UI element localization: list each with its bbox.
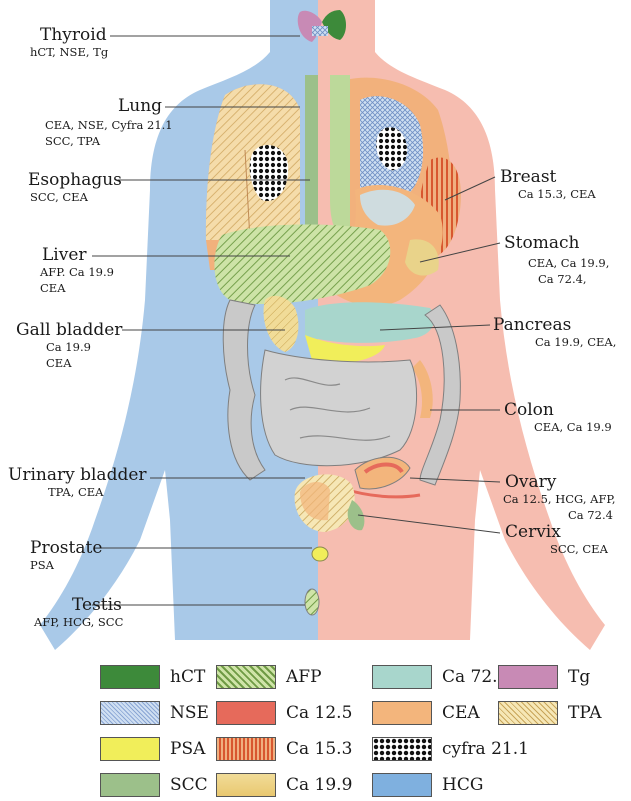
legend-swatch xyxy=(372,773,432,797)
label-colon: Colon CEA, Ca 19.9 xyxy=(504,401,612,435)
organ-name: Ovary xyxy=(505,473,616,491)
label-esophagus: Esophagus SCC, CEA xyxy=(28,171,122,205)
marker-list: Ca 72.4, xyxy=(538,271,609,287)
marker-list: AFP. Ca 19.9 xyxy=(40,264,114,280)
organ-name: Testis xyxy=(72,596,123,614)
marker-list: hCT, NSE, Tg xyxy=(30,44,108,60)
legend-swatch xyxy=(372,665,432,689)
marker-list: Ca 12.5, HCG, AFP, xyxy=(503,491,616,507)
label-pancreas: Pancreas Ca 19.9, CEA, xyxy=(493,316,616,350)
organ-name: Lung xyxy=(118,97,162,115)
legend-item-tpa: TPA xyxy=(498,700,602,726)
label-testis: Testis AFP, HCG, SCC xyxy=(34,596,123,630)
legend-swatch xyxy=(498,665,558,689)
label-prostate: Prostate PSA xyxy=(30,539,102,573)
label-stomach: Stomach xyxy=(504,234,579,252)
legend-swatch xyxy=(216,701,276,725)
organ-name: Thyroid xyxy=(40,26,108,44)
organ-name: Gall bladder xyxy=(16,321,122,339)
legend-swatch xyxy=(372,737,432,761)
legend-swatch xyxy=(100,665,160,689)
marker-list: Ca 19.9, CEA, xyxy=(535,334,616,350)
label-liver: Liver AFP. Ca 19.9 CEA xyxy=(42,246,114,296)
label-thyroid: Thyroid hCT, NSE, Tg xyxy=(40,26,108,60)
marker-list: SCC, CEA xyxy=(30,189,122,205)
legend-label: TPA xyxy=(568,703,602,723)
marker-list: CEA, Ca 19.9, xyxy=(528,255,609,271)
marker-list: PSA xyxy=(30,557,102,573)
legend-label: Tg xyxy=(568,667,590,687)
label-breast: Breast Ca 15.3, CEA xyxy=(500,168,596,202)
organ-name: Liver xyxy=(42,246,114,264)
legend-swatch xyxy=(216,773,276,797)
organ-name: Breast xyxy=(500,168,596,186)
marker-list: Ca 72.4 xyxy=(568,507,616,523)
label-lung: Lung xyxy=(118,97,162,115)
legend-swatch xyxy=(100,773,160,797)
legend-label: HCG xyxy=(442,775,483,795)
organ-name: Cervix xyxy=(505,523,608,541)
legend-item-cyfra: cyfra 21.1 xyxy=(372,736,529,762)
legend-swatch xyxy=(498,701,558,725)
legend-label: cyfra 21.1 xyxy=(442,739,529,759)
legend-label: Ca 12.5 xyxy=(286,703,352,723)
legend-item-hct: hCT xyxy=(100,664,205,690)
legend-label: hCT xyxy=(170,667,205,687)
label-gall-bladder: Gall bladder Ca 19.9 CEA xyxy=(16,321,122,371)
legend-swatch xyxy=(100,701,160,725)
label-stomach-markers: CEA, Ca 19.9, Ca 72.4, xyxy=(528,255,609,287)
legend-item-cea: CEA xyxy=(372,700,480,726)
legend-item-tg: Tg xyxy=(498,664,590,690)
organ-name: Pancreas xyxy=(493,316,616,334)
legend-label: SCC xyxy=(170,775,208,795)
legend-swatch xyxy=(372,701,432,725)
legend-label: Ca 15.3 xyxy=(286,739,352,759)
legend-item-hcg: HCG xyxy=(372,772,483,798)
legend-swatch xyxy=(100,737,160,761)
legend-swatch xyxy=(216,665,276,689)
legend-item-ca153: Ca 15.3 xyxy=(216,736,352,762)
legend-label: AFP xyxy=(286,667,322,687)
marker-list: TPA, CEA xyxy=(48,484,147,500)
organ-name: Prostate xyxy=(30,539,102,557)
label-ovary: Ovary Ca 12.5, HCG, AFP, Ca 72.4 xyxy=(505,473,616,523)
legend-item-ca199: Ca 19.9 xyxy=(216,772,352,798)
label-urinary-bladder: Urinary bladder TPA, CEA xyxy=(8,466,147,500)
marker-list: Ca 15.3, CEA xyxy=(518,186,596,202)
organ-name: Urinary bladder xyxy=(8,466,147,484)
marker-list: SCC, CEA xyxy=(550,541,608,557)
marker-list: Ca 19.9 xyxy=(46,339,122,355)
legend-label: CEA xyxy=(442,703,480,723)
legend-swatch xyxy=(216,737,276,761)
marker-list: CEA xyxy=(46,355,122,371)
marker-list: CEA xyxy=(40,280,114,296)
prostate-shape xyxy=(312,547,328,561)
marker-list: CEA, NSE, Cyfra 21.1 xyxy=(45,117,173,133)
legend-label: NSE xyxy=(170,703,209,723)
organ-name: Colon xyxy=(504,401,612,419)
legend-label: Ca 19.9 xyxy=(286,775,352,795)
marker-list: AFP, HCG, SCC xyxy=(34,614,123,630)
label-lung-markers: CEA, NSE, Cyfra 21.1 SCC, TPA xyxy=(45,117,173,149)
legend-item-ca125: Ca 12.5 xyxy=(216,700,352,726)
organ-name: Stomach xyxy=(504,234,579,252)
legend-item-ca724: Ca 72.4 xyxy=(372,664,508,690)
marker-list: SCC, TPA xyxy=(45,133,173,149)
organ-name: Esophagus xyxy=(28,171,122,189)
marker-list: CEA, Ca 19.9 xyxy=(534,419,612,435)
legend-item-scc: SCC xyxy=(100,772,208,798)
legend-item-afp: AFP xyxy=(216,664,322,690)
testis-shape xyxy=(305,589,319,615)
label-cervix: Cervix SCC, CEA xyxy=(505,523,608,557)
legend-item-nse: NSE xyxy=(100,700,209,726)
legend-item-psa: PSA xyxy=(100,736,205,762)
legend-label: PSA xyxy=(170,739,205,759)
